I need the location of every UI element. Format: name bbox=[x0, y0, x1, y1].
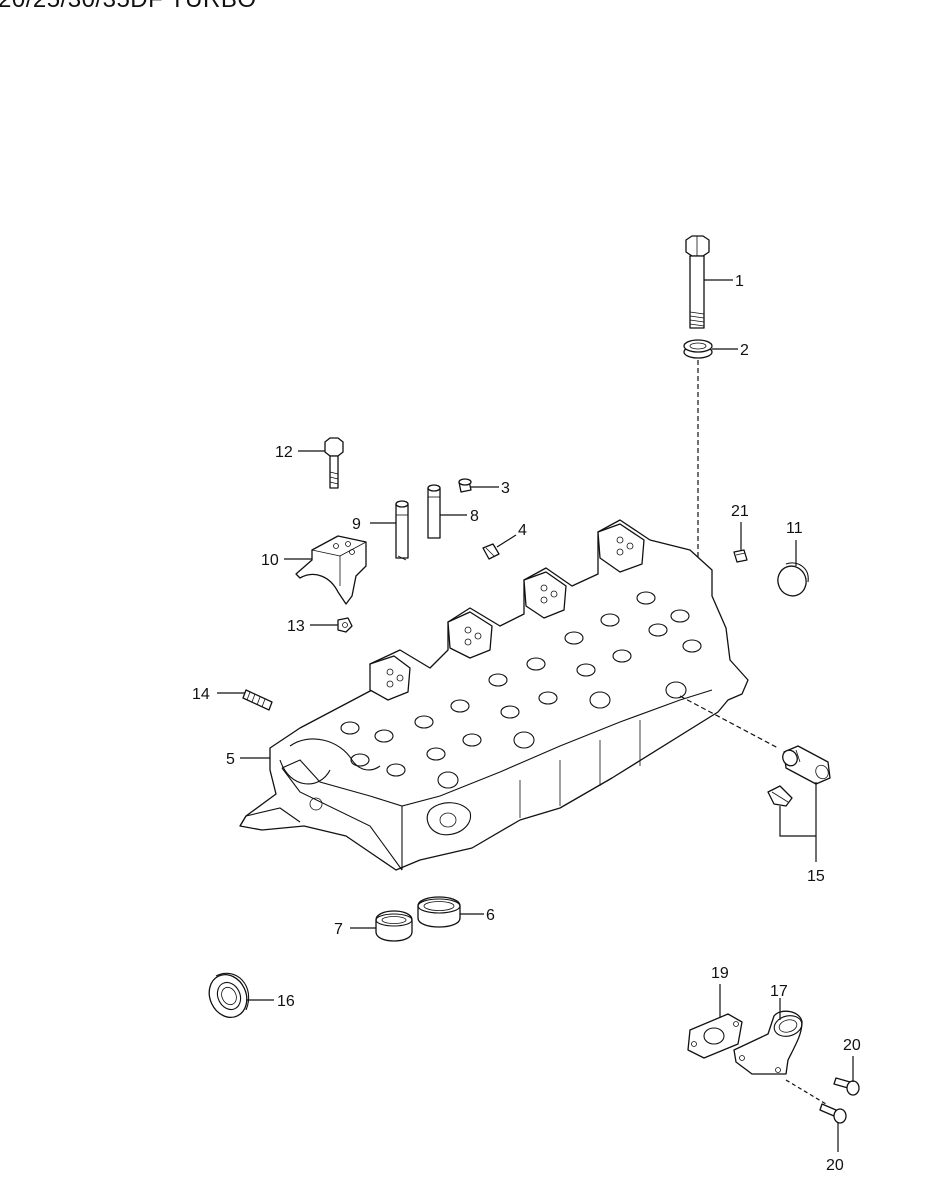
part-7-seal-ring[interactable] bbox=[375, 910, 413, 942]
callout-4: 4 bbox=[518, 522, 527, 539]
callout-2: 2 bbox=[740, 342, 749, 359]
callout-15: 15 bbox=[807, 868, 825, 885]
callout-6: 6 bbox=[486, 907, 495, 924]
part-9-pin[interactable] bbox=[395, 500, 409, 561]
callout-21: 21 bbox=[731, 503, 749, 520]
part-15-fitting-plug[interactable] bbox=[767, 785, 793, 807]
part-8-sleeve[interactable] bbox=[427, 484, 441, 539]
part-14-stud[interactable] bbox=[242, 689, 273, 711]
part-15-fitting-sleeve[interactable] bbox=[780, 745, 831, 785]
part-1-head-bolt[interactable] bbox=[685, 235, 710, 329]
part-3-cap[interactable] bbox=[458, 478, 472, 493]
callout-3: 3 bbox=[501, 480, 510, 497]
callout-20-upper: 20 bbox=[843, 1037, 861, 1054]
callout-14: 14 bbox=[192, 686, 210, 703]
callout-17: 17 bbox=[770, 983, 788, 1000]
part-5-cylinder-head[interactable] bbox=[239, 519, 749, 871]
callout-20-lower: 20 bbox=[826, 1157, 844, 1174]
alignment-line-20 bbox=[785, 1079, 827, 1105]
callout-11: 11 bbox=[786, 520, 803, 537]
part-19-gasket[interactable] bbox=[687, 1013, 743, 1059]
part-10-bracket[interactable] bbox=[295, 535, 367, 605]
alignment-line-15 bbox=[679, 695, 779, 749]
callout-1: 1 bbox=[735, 273, 744, 290]
callout-10: 10 bbox=[261, 552, 279, 569]
callout-12: 12 bbox=[275, 444, 293, 461]
part-17-water-outlet[interactable] bbox=[733, 1010, 804, 1075]
part-16-oil-seal[interactable] bbox=[202, 968, 253, 1023]
callout-9: 9 bbox=[352, 516, 361, 533]
callout-19: 19 bbox=[711, 965, 729, 982]
part-20-bolt-lower[interactable] bbox=[819, 1103, 847, 1124]
part-6-seal-ring[interactable] bbox=[417, 896, 461, 928]
part-13-nut[interactable] bbox=[337, 617, 353, 633]
part-20-bolt-upper[interactable] bbox=[833, 1077, 860, 1096]
part-21-plug[interactable] bbox=[733, 549, 748, 563]
callout-8: 8 bbox=[470, 508, 479, 525]
callout-5: 5 bbox=[226, 751, 235, 768]
callout-13: 13 bbox=[287, 618, 305, 635]
part-4-plug[interactable] bbox=[482, 543, 500, 560]
part-2-washer[interactable] bbox=[683, 339, 713, 359]
part-11-expansion-plug[interactable] bbox=[774, 562, 811, 600]
diagram-title: 20/25/30/35DF TURBO bbox=[0, 0, 257, 14]
callout-16: 16 bbox=[277, 993, 295, 1010]
part-12-bolt[interactable] bbox=[324, 437, 344, 489]
callout-7: 7 bbox=[334, 921, 343, 938]
